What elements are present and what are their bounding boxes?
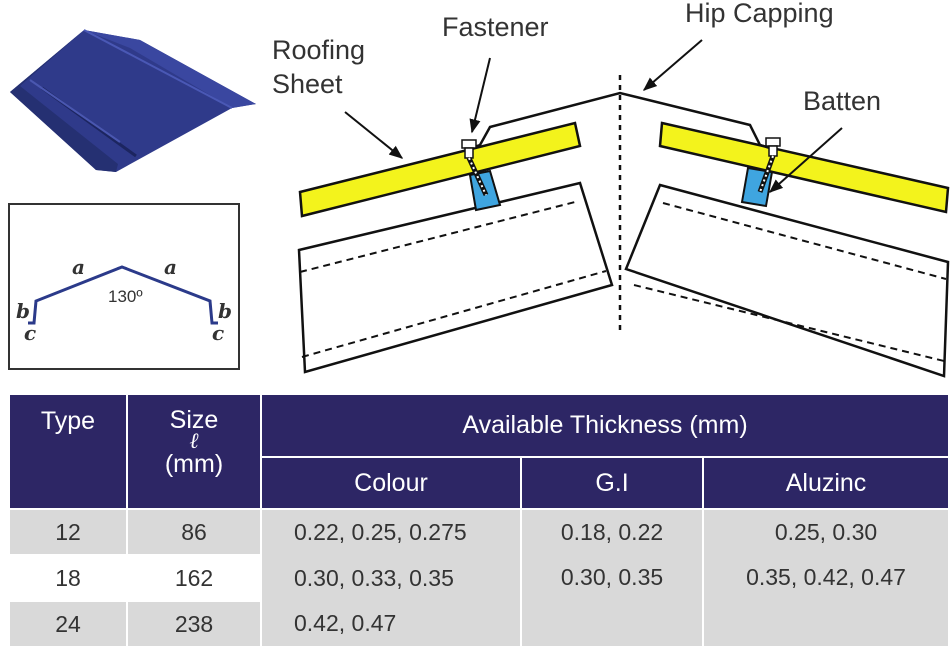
header-colour: Colour bbox=[260, 456, 522, 510]
cell-gi: 0.18, 0.22 bbox=[520, 509, 704, 555]
fastener-arrow bbox=[469, 57, 491, 134]
hip-capping bbox=[464, 91, 774, 152]
roofing-sheet-right bbox=[658, 121, 950, 214]
table-row: 12 86 0.22, 0.25, 0.275 0.18, 0.22 0.25,… bbox=[8, 509, 950, 555]
spec-table: Type Size ℓ (mm) Available Thickness (mm… bbox=[8, 393, 950, 646]
profile-b-left: b bbox=[16, 299, 30, 323]
fastener-label: Fastener bbox=[442, 12, 549, 42]
profile-diagram: a a 130º b b c c bbox=[8, 203, 240, 370]
header-size-unit: (mm) bbox=[164, 450, 224, 478]
roofing-sheet-label-line1: Roofing bbox=[272, 35, 366, 65]
batten-label: Batten bbox=[803, 86, 882, 116]
header-type: Type bbox=[8, 393, 128, 510]
roofing-sheet-arrow bbox=[344, 111, 404, 159]
batten-arrow bbox=[768, 127, 843, 193]
header-thickness: Available Thickness (mm) bbox=[259, 393, 950, 458]
roofing-sheet-label-line2: Sheet bbox=[272, 69, 343, 99]
roofing-sheet-label: Roofing Sheet bbox=[272, 33, 365, 101]
cell-type: 18 bbox=[8, 554, 128, 602]
cell-colour: 0.42, 0.47 bbox=[260, 601, 522, 646]
cell-type: 24 bbox=[8, 601, 128, 646]
rafter-left bbox=[297, 181, 614, 374]
fastener-right bbox=[757, 137, 781, 193]
cell-colour: 0.30, 0.33, 0.35 bbox=[260, 555, 522, 601]
table-row: 24 238 0.42, 0.47 bbox=[8, 601, 949, 646]
header-size-symbol: ℓ bbox=[189, 429, 199, 454]
header-aluzinc: Aluzinc bbox=[701, 456, 950, 510]
header-size-label: Size bbox=[169, 406, 219, 434]
rafter-right bbox=[624, 183, 950, 378]
roofing-sheet-left bbox=[298, 121, 582, 218]
cross-section-diagram bbox=[297, 39, 950, 378]
cell-size: 86 bbox=[126, 509, 262, 555]
cell-size: 162 bbox=[126, 554, 262, 602]
profile-c-right: c bbox=[212, 321, 225, 345]
fastener-left bbox=[461, 139, 489, 197]
cell-aluzinc: 0.25, 0.30 bbox=[701, 509, 950, 555]
hip-capping-label: Hip Capping bbox=[685, 0, 834, 28]
cell-colour: 0.22, 0.25, 0.275 bbox=[260, 509, 522, 555]
table-row: 18 162 0.30, 0.33, 0.35 0.30, 0.35 0.35,… bbox=[8, 554, 950, 646]
header-size: Size ℓ (mm) bbox=[126, 393, 262, 510]
cell-type: 12 bbox=[8, 509, 128, 555]
cell-size: 238 bbox=[126, 601, 262, 646]
hip-capping-3d-image bbox=[10, 29, 256, 172]
hip-capping-arrow bbox=[642, 39, 703, 91]
header-gi: G.I bbox=[520, 456, 704, 510]
profile-shape bbox=[28, 265, 218, 325]
profile-c-left: c bbox=[24, 321, 37, 345]
profile-a-right: a bbox=[164, 255, 177, 279]
cell-gi: 0.30, 0.35 bbox=[520, 555, 704, 646]
profile-b-right: b bbox=[218, 299, 232, 323]
cell-aluzinc: 0.35, 0.42, 0.47 bbox=[701, 555, 950, 646]
profile-angle: 130º bbox=[108, 287, 143, 306]
profile-a-left: a bbox=[72, 255, 85, 279]
